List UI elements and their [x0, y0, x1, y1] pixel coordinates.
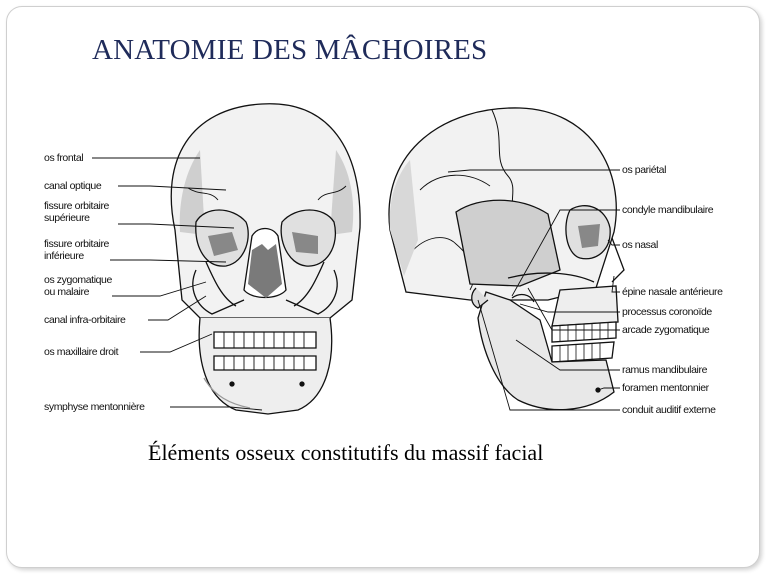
label-fissure-orbitaire-superieure: fissure orbitaire supérieure [44, 200, 124, 224]
label-condyle-mandibulaire: condyle mandibulaire [622, 204, 713, 216]
label-os-nasal: os nasal [622, 239, 658, 251]
label-canal-infra-orbitaire: canal infra-orbitaire [44, 314, 125, 326]
skull-side-view [389, 108, 624, 410]
label-foramen-mentonnier: foramen mentonnier [622, 382, 709, 394]
label-arcade-zygomatique: arcade zygomatique [622, 324, 709, 336]
label-os-maxillaire-droit: os maxillaire droit [44, 346, 118, 358]
label-ramus-mandibulaire: ramus mandibulaire [622, 364, 707, 376]
label-fissure-orbitaire-inferieure: fissure orbitaire inférieure [44, 238, 124, 262]
label-os-parietal: os pariétal [622, 164, 666, 176]
label-epine-nasale-anterieure: épine nasale antérieure [622, 286, 723, 298]
skull-front-view [171, 104, 360, 414]
label-symphyse-mentonniere: symphyse mentonnière [44, 401, 145, 413]
label-processus-coronoide: processus coronoïde [622, 306, 712, 318]
figure-caption: Éléments osseux constitutifs du massif f… [148, 440, 543, 466]
label-os-frontal: os frontal [44, 152, 83, 164]
label-os-zygomatique: os zygomatique ou malaire [44, 274, 124, 298]
label-canal-optique: canal optique [44, 180, 101, 192]
label-conduit-auditif-externe: conduit auditif externe [622, 404, 716, 416]
